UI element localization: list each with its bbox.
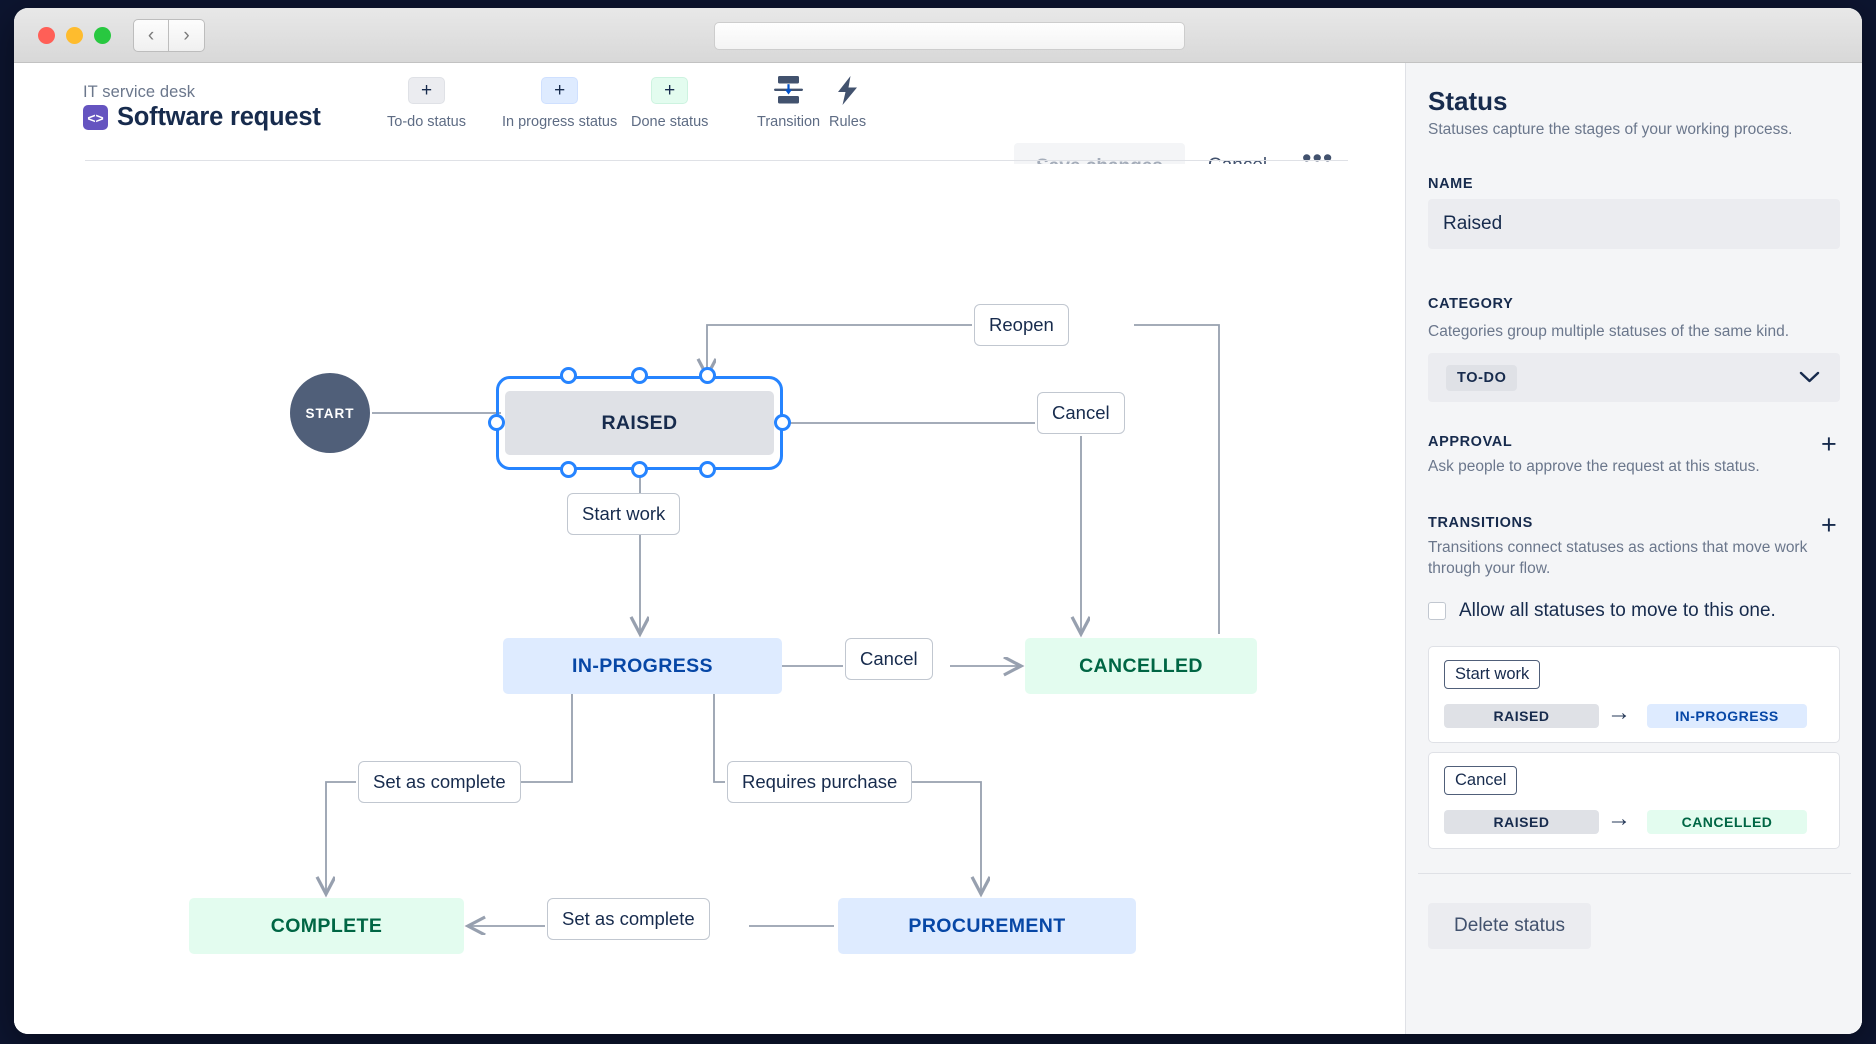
resize-handle-top-right[interactable]: [699, 367, 716, 384]
header-divider: [85, 160, 1348, 161]
app-content: IT service desk <> Software request + To…: [14, 63, 1862, 1034]
tool-label: To-do status: [387, 114, 466, 130]
status-details-panel: Status Statuses capture the stages of yo…: [1405, 63, 1862, 1034]
category-value-chip: TO-DO: [1446, 364, 1518, 391]
panel-divider: [1418, 873, 1851, 874]
tool-label: Transition: [757, 114, 821, 130]
transition-icon: [770, 76, 807, 104]
page-title: Software request: [117, 103, 321, 131]
transition-card-to-status: IN-PROGRESS: [1647, 704, 1807, 728]
app-header: IT service desk <> Software request + To…: [14, 63, 1405, 190]
tool-label: In progress status: [502, 114, 618, 130]
status-node-in-progress[interactable]: IN-PROGRESS: [503, 638, 782, 694]
add-todo-status-button[interactable]: + To-do status: [387, 77, 466, 130]
chevron-down-icon: [1799, 366, 1820, 390]
rules-button[interactable]: Rules: [829, 76, 867, 130]
transition-label-cancel-raised[interactable]: Cancel: [1037, 392, 1125, 434]
back-icon[interactable]: ‹: [133, 19, 169, 52]
transition-card-from-status: RAISED: [1444, 704, 1599, 728]
status-name-input[interactable]: [1428, 199, 1840, 249]
category-label: CATEGORY: [1428, 296, 1514, 312]
connector-layer: [14, 324, 1220, 1034]
browser-window: ‹ › IT service desk <> Software request …: [14, 8, 1862, 1034]
tool-label: Done status: [631, 114, 709, 130]
arrow-right-icon: →: [1607, 805, 1631, 832]
resize-handle-middle-right[interactable]: [774, 414, 791, 431]
close-window-button[interactable]: [38, 27, 55, 44]
add-approval-icon[interactable]: +: [1821, 429, 1837, 459]
allow-all-statuses-row[interactable]: Allow all statuses to move to this one.: [1428, 600, 1776, 622]
arrow-right-icon: →: [1607, 699, 1631, 726]
transition-label-requires-purchase[interactable]: Requires purchase: [727, 761, 913, 803]
minimize-window-button[interactable]: [66, 27, 83, 44]
resize-handle-top-center[interactable]: [631, 367, 648, 384]
transition-card-from-status: RAISED: [1444, 810, 1599, 834]
window-titlebar: ‹ ›: [14, 8, 1862, 63]
resize-handle-top-left[interactable]: [560, 367, 577, 384]
maximize-window-button[interactable]: [94, 27, 111, 44]
resize-handle-bottom-center[interactable]: [631, 461, 648, 478]
category-select[interactable]: TO-DO: [1428, 353, 1840, 402]
more-options-icon[interactable]: •••: [1302, 143, 1334, 173]
resize-handle-bottom-right[interactable]: [699, 461, 716, 478]
forward-icon[interactable]: ›: [169, 19, 205, 52]
transition-label-cancel-inprogress[interactable]: Cancel: [845, 638, 933, 680]
transition-label-reopen[interactable]: Reopen: [974, 304, 1069, 346]
transitions-label: TRANSITIONS: [1428, 515, 1533, 531]
panel-subtitle: Statuses capture the stages of your work…: [1428, 121, 1793, 138]
name-label: NAME: [1428, 176, 1474, 192]
delete-status-button[interactable]: Delete status: [1428, 903, 1591, 949]
plus-icon: +: [651, 77, 689, 104]
start-node[interactable]: START: [290, 373, 370, 453]
transitions-description: Transitions connect statuses as actions …: [1428, 539, 1808, 577]
plus-icon: +: [541, 77, 579, 104]
transition-card-name[interactable]: Cancel: [1444, 766, 1518, 795]
address-bar[interactable]: [714, 22, 1185, 50]
transition-label-start-work[interactable]: Start work: [567, 493, 681, 535]
status-node-cancelled[interactable]: CANCELLED: [1025, 638, 1257, 694]
status-node-procurement[interactable]: PROCUREMENT: [838, 898, 1136, 954]
tool-label: Rules: [829, 114, 867, 130]
transition-card-to-status: CANCELLED: [1647, 810, 1807, 834]
workflow-canvas[interactable]: START RAISED IN-PROGRESS CANCELLED COMPL…: [14, 164, 1405, 1034]
code-brackets-icon: <>: [83, 105, 108, 130]
plus-icon: +: [408, 77, 445, 104]
approval-label: APPROVAL: [1428, 434, 1513, 450]
transition-label-set-as-complete-procurement[interactable]: Set as complete: [547, 898, 710, 940]
allow-all-checkbox[interactable]: [1428, 602, 1446, 620]
transition-card[interactable]: Cancel RAISED → CANCELLED: [1428, 752, 1840, 849]
transition-card-name[interactable]: Start work: [1444, 660, 1541, 689]
add-done-status-button[interactable]: + Done status: [631, 77, 708, 130]
approval-description: Ask people to approve the request at thi…: [1428, 458, 1760, 475]
resize-handle-bottom-left[interactable]: [560, 461, 577, 478]
add-transition-icon[interactable]: +: [1821, 510, 1837, 540]
category-description: Categories group multiple statuses of th…: [1428, 323, 1789, 340]
status-node-complete[interactable]: COMPLETE: [189, 898, 464, 954]
breadcrumb[interactable]: IT service desk: [83, 83, 196, 101]
lightning-icon: [829, 76, 866, 105]
status-node-raised[interactable]: RAISED: [505, 391, 774, 455]
transition-card[interactable]: Start work RAISED → IN-PROGRESS: [1428, 646, 1840, 743]
add-transition-button[interactable]: Transition: [757, 76, 821, 130]
panel-title: Status: [1428, 86, 1508, 116]
add-inprogress-status-button[interactable]: + In progress status: [502, 77, 617, 130]
transition-label-set-as-complete-inprogress[interactable]: Set as complete: [358, 761, 521, 803]
page-title-group: <> Software request: [83, 103, 321, 132]
allow-all-label: Allow all statuses to move to this one.: [1459, 600, 1776, 621]
resize-handle-middle-left[interactable]: [488, 414, 505, 431]
